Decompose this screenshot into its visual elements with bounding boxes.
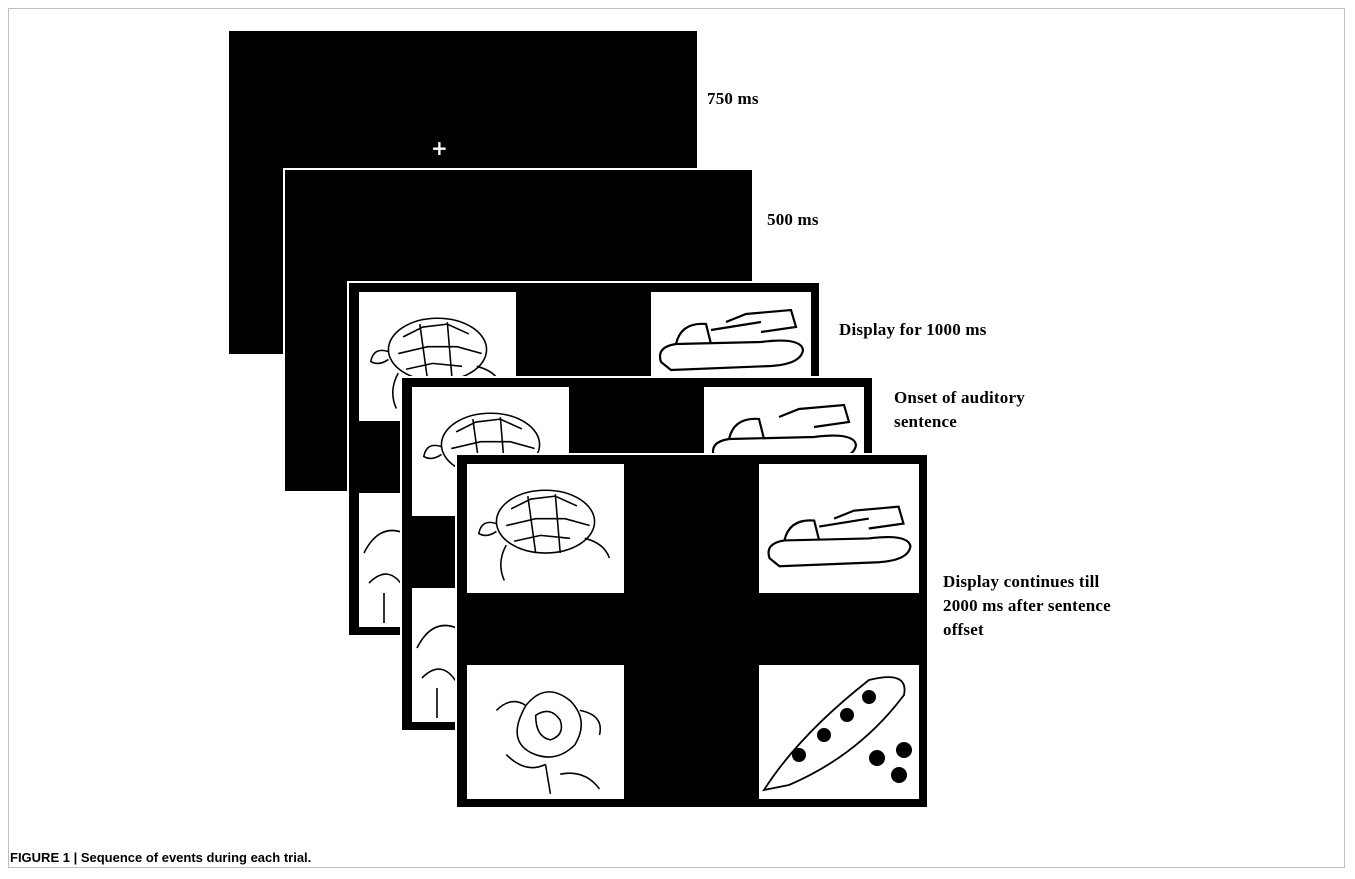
step-label-auditory: Onset of auditory sentence	[894, 386, 1025, 434]
sandal-picture-2	[704, 387, 864, 459]
step-label-auditory-line-2: sentence	[894, 410, 1025, 434]
sandal-picture-3	[759, 464, 919, 593]
figure-caption: FIGURE 1 | Sequence of events during eac…	[10, 850, 311, 865]
display-screen-3	[455, 453, 929, 809]
fixation-cross: +	[431, 138, 448, 158]
step-label-display-1000: Display for 1000 ms	[839, 318, 987, 342]
turtle-picture-3	[467, 464, 624, 593]
rose-picture	[467, 665, 624, 799]
rose-picture-partial-2	[412, 588, 460, 722]
step-label-auditory-line-1: Onset of auditory	[894, 386, 1025, 410]
sandal-picture	[651, 292, 811, 376]
step-label-continues-line-1: Display continues till	[943, 570, 1111, 594]
step-label-continues-line-2: 2000 ms after sentence	[943, 594, 1111, 618]
pea-pod-picture	[759, 665, 919, 799]
step-label-continues-line-3: offset	[943, 618, 1111, 642]
step-label-500: 500 ms	[767, 208, 819, 232]
figure-frame: + 750 ms 500 ms Displ	[8, 8, 1345, 868]
step-label-750: 750 ms	[707, 87, 759, 111]
step-label-continues: Display continues till 2000 ms after sen…	[943, 570, 1111, 642]
